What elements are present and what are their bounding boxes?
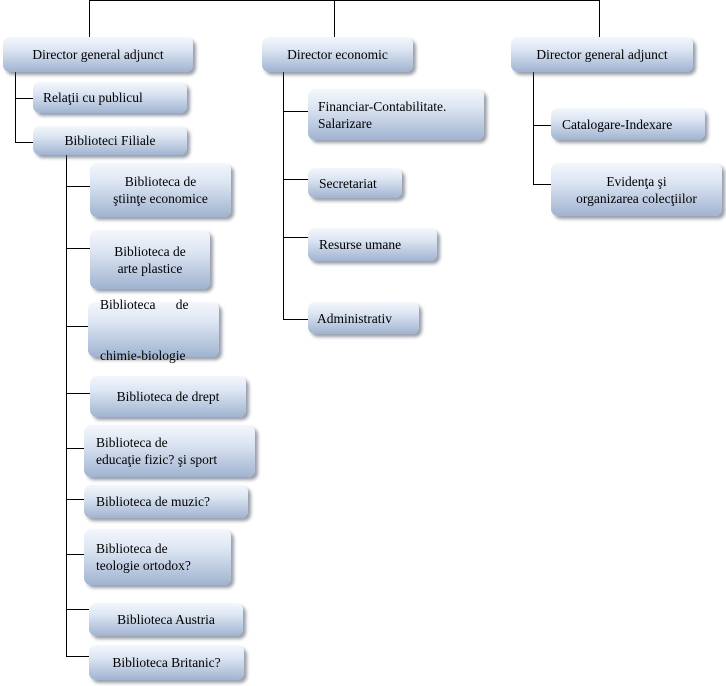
branch-box-austria: Biblioteca Austria [89,603,243,636]
box-label-line: chimie-biologie [100,347,186,363]
relatii-cu-publicul-box: Relaţii cu publicul [33,82,187,113]
box-label-line: organizarea colecţiilor [576,190,697,206]
director-economic-box: Director economic [262,37,413,72]
box-label-line: Biblioteca de [96,541,168,556]
financiar-contabilitate-box: Financiar-Contabilitate. Salarizare [308,89,484,140]
box-label: Secretariat [319,175,377,191]
box-label: Director general adjunct [32,47,164,62]
branch-box-britanica: Biblioteca Britanic? [89,645,244,680]
secretariat-box: Secretariat [308,168,402,198]
box-label-line: Salarizare [318,115,372,131]
box-label: Biblioteca Austria [117,612,215,627]
box-label-line: Biblioteca de [124,174,197,189]
box-label: Director general adjunct [536,47,668,62]
box-label-line: ştiinţe economice [113,191,208,206]
box-label-line: arte plastice [117,260,183,276]
branch-box-muzica: Biblioteca de muzic? [84,485,248,518]
box-label-line: educaţie fizic? şi sport [96,452,218,467]
box-label-line: Biblioteca de [96,435,168,450]
branch-box-chimie-biologie: Biblioteca de chimie-biologie [88,297,219,363]
catalogare-indexare-box: Catalogare-Indexare [551,108,705,140]
branch-box-teologie-ortodoxa: Biblioteca de teologie ortodox? [84,529,231,585]
director-general-adjunct-box-1: Director general adjunct [3,37,193,72]
branch-box-arte-plastice: Biblioteca de arte plastice [90,230,210,289]
box-label: Biblioteca de drept [116,389,220,404]
box-label: Biblioteca de muzic? [96,494,210,509]
box-label: Director economic [287,47,388,62]
administrativ-box: Administrativ [308,302,419,334]
box-label-line: Biblioteca de [100,296,189,312]
box-label-line: Evidenţa şi [606,173,667,189]
box-label: Resurse umane [319,237,402,252]
box-label: Catalogare-Indexare [562,116,673,132]
box-label-line: teologie ortodox? [96,558,191,573]
branch-box-stiinte-economice: Biblioteca de ştiinţe economice [90,163,231,217]
evidenta-colectiilor-box: Evidenţa şi organizarea colecţiilor [551,163,722,216]
biblioteci-filiale-box: Biblioteci Filiale [33,126,187,155]
box-label: Biblioteci Filiale [64,133,156,148]
box-label: Administrativ [317,310,392,326]
box-label: Relaţii cu publicul [43,90,143,105]
box-label: Biblioteca Britanic? [112,655,221,670]
box-label-line: Biblioteca de [114,243,186,259]
box-label-line: Financiar-Contabilitate. [318,98,447,114]
resurse-umane-box: Resurse umane [308,228,437,261]
director-general-adjunct-box-2: Director general adjunct [511,37,693,72]
branch-box-drept: Biblioteca de drept [90,376,246,417]
branch-box-educatie-fizica: Biblioteca de educaţie fizic? şi sport [84,425,255,477]
